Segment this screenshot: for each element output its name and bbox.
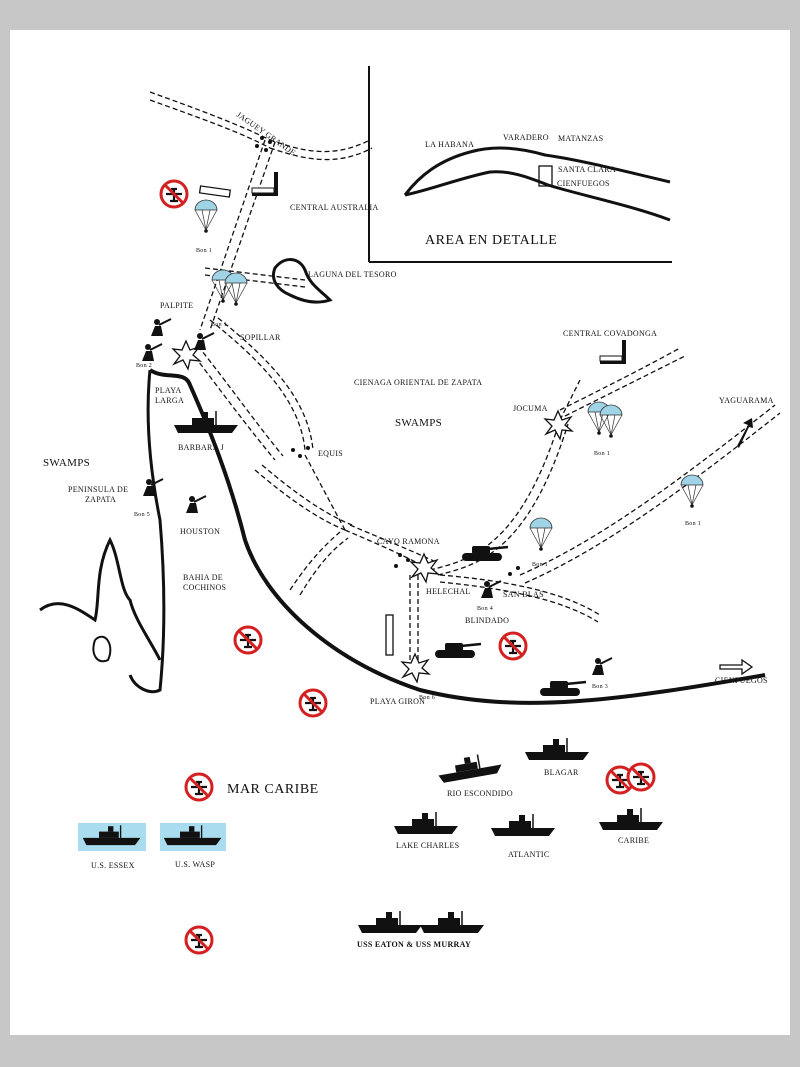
tank-icon — [433, 641, 483, 660]
inset-detail-area — [538, 165, 553, 187]
label-san-blas: SAN BLAS — [503, 590, 544, 599]
inset-label-cienfuegos: CIENFUEGOS — [557, 179, 610, 188]
inset-label-la-habana: LA HABANA — [425, 140, 475, 149]
ship-icon — [173, 410, 239, 434]
no-aircraft-icon — [159, 179, 189, 209]
no-aircraft-icon — [298, 688, 328, 718]
paratrooper-icon — [194, 199, 218, 234]
label-bahia: BAHIA DE — [183, 573, 223, 582]
label-caribe: CARIBE — [618, 836, 650, 845]
label-zapata: ZAPATA — [85, 495, 117, 504]
label-swamps-west: SWAMPS — [43, 457, 91, 469]
paratrooper-icon — [680, 474, 704, 509]
explosion-icon — [401, 653, 430, 683]
label-houston: HOUSTON — [180, 527, 221, 536]
soldier-icon — [193, 332, 215, 351]
inset-map — [368, 66, 672, 263]
ship-icon — [357, 910, 423, 934]
label-blagar: BLAGAR — [544, 768, 579, 777]
label-laguna-tesoro: LAGUNA DEL TESORO — [308, 270, 397, 279]
label-us-essex: U.S. ESSEX — [91, 861, 135, 870]
explosion-icon — [410, 553, 439, 583]
label-central-covadonga: CENTRAL COVADONGA — [563, 329, 658, 338]
ship-icon — [524, 737, 590, 761]
ship-icon — [435, 749, 504, 785]
tank-icon — [460, 544, 510, 563]
label-bon6: Bon 6 — [419, 695, 436, 701]
soldier-icon — [141, 343, 163, 362]
label-rio-escondido: RIO ESCONDIDO — [447, 789, 513, 798]
sugar-mill-icon — [251, 171, 279, 197]
label-cayo-ramona: CAYO RAMONA — [377, 537, 440, 546]
label-cienfuegos: CIENFUEGOS — [715, 676, 768, 685]
label-mar-caribe: MAR CARIBE — [227, 782, 319, 797]
label-swamps-center: SWAMPS — [395, 417, 443, 429]
soldier-icon — [185, 495, 207, 514]
label-bon3: Bon 3 — [592, 684, 609, 690]
label-bon4: Bon 4 — [477, 606, 494, 612]
label-central-australia: CENTRAL AUSTRALIA — [290, 203, 379, 212]
label-bon1-mid: Bon 1 — [211, 322, 228, 328]
label-sopillar: SOPILLAR — [240, 333, 281, 342]
label-atlantic: ATLANTIC — [508, 850, 550, 859]
label-bon2: Bon 2 — [136, 363, 153, 369]
inset-label-matanzas: MATANZAS — [558, 134, 604, 143]
laguna-del-tesoro — [272, 258, 333, 304]
label-cienaga: CIENAGA ORIENTAL DE ZAPATA — [354, 378, 483, 387]
label-barbara-j: BARBARA J — [178, 443, 225, 452]
label-yaguarama: YAGUARAMA — [719, 396, 774, 405]
paratrooper-icon — [224, 272, 248, 307]
no-aircraft-icon — [626, 762, 656, 792]
no-aircraft-icon — [233, 625, 263, 655]
label-bon1-far: Bon 1 — [685, 521, 702, 527]
label-bon5: Bon 5 — [134, 512, 151, 518]
label-jocuma: JOCUMA — [513, 404, 548, 413]
sugar-mill-icon — [599, 339, 627, 365]
ship-icon — [419, 910, 485, 934]
label-peninsula: PENINSULA DE — [68, 485, 129, 494]
tank-icon — [538, 679, 588, 698]
label-bon1-east: Bon 1 — [594, 451, 611, 457]
ship-icon — [490, 813, 556, 837]
label-us-wasp: U.S. WASP — [175, 860, 216, 869]
ship-icon — [393, 811, 459, 835]
paratrooper-icon — [599, 404, 623, 439]
airstrip-icon — [198, 185, 232, 198]
no-aircraft-icon — [184, 925, 214, 955]
label-bon1-top: Bon 1 — [196, 248, 213, 254]
arrow-east-icon — [719, 658, 754, 676]
label-equis: EQUIS — [318, 449, 344, 458]
label-playa-giron: PLAYA GIRON — [370, 697, 426, 706]
label-lake-charles: LAKE CHARLES — [396, 841, 460, 850]
coastline — [39, 368, 766, 705]
airstrip-icon — [385, 614, 394, 656]
soldier-icon — [150, 318, 172, 337]
arrow-northeast-icon — [737, 418, 753, 448]
inset-label-varadero: VARADERO — [503, 133, 549, 142]
town-markers — [255, 136, 520, 576]
label-eaton-murray: USS EATON & USS MURRAY — [357, 940, 472, 949]
no-aircraft-icon — [184, 772, 214, 802]
label-bon1-sanblas: Bon 1 — [532, 562, 549, 568]
inset-title: AREA EN DETALLE — [425, 233, 558, 248]
map-frame — [10, 30, 790, 1035]
label-cochinos: COCHINOS — [183, 583, 227, 592]
inset-label-santa-clara: SANTA CLARA — [558, 165, 616, 174]
label-blindado: BLINDADO — [465, 616, 510, 625]
soldier-icon — [591, 657, 613, 676]
label-playa: PLAYA — [155, 386, 182, 395]
label-larga: LARGA — [155, 396, 185, 405]
label-palpite: PALPITE — [160, 301, 194, 310]
label-helechal: HELECHAL — [426, 587, 471, 596]
ship-icon — [598, 807, 664, 831]
no-aircraft-icon — [498, 631, 528, 661]
paratrooper-icon — [529, 517, 553, 552]
